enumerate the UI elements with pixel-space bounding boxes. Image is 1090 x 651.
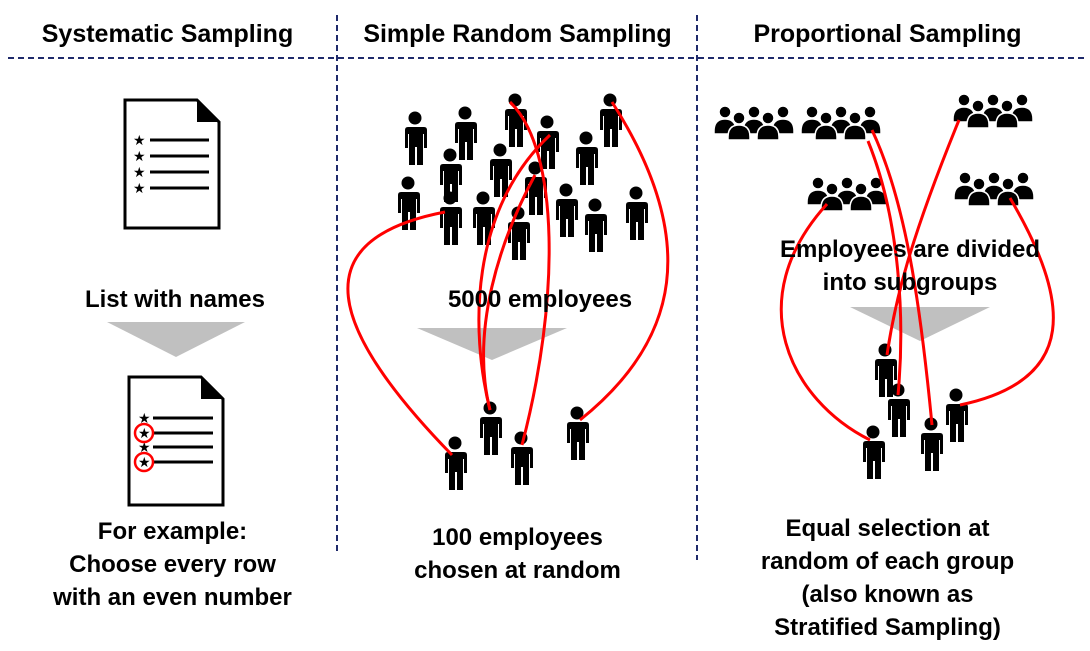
svg-text:★: ★ [133,149,146,165]
person-icon [508,206,530,260]
selection-lines [779,119,1055,442]
list-label: List with names [84,286,266,313]
person-icon [455,106,477,160]
person-icon [585,198,607,252]
text-line: into subgroups [822,269,998,296]
text-line: random of each group [760,548,1015,575]
person-icon [600,93,622,147]
person-icon [921,417,943,471]
column-title-proportional: Proportional Sampling [753,20,1022,48]
subgroups-label: Employees are divided into subgroups [735,233,1085,299]
person-icon [440,191,462,245]
systematic-example-text: For example: Choose every row with an ev… [10,515,335,614]
text-line: For example: [97,518,248,545]
svg-text:★: ★ [133,165,146,181]
person-icon [626,186,648,240]
person-icon [445,436,467,490]
arrow-down-icon [107,322,245,357]
text-line: Employees are divided [779,236,1041,263]
column-title-systematic: Systematic Sampling [41,20,294,48]
arrow-down-icon [417,328,567,360]
document-highlighted-icon: ★★★★ [127,375,225,507]
svg-text:★: ★ [138,455,151,471]
person-icon [473,191,495,245]
selection-lines [346,100,670,457]
svg-text:★: ★ [138,426,151,442]
text-line: chosen at random [414,557,621,584]
column-title-simple-random: Simple Random Sampling [363,20,672,48]
text-line: Choose every row [69,551,276,578]
person-icon [405,111,427,165]
person-icon [946,388,968,442]
text-line: with an even number [53,584,292,611]
text-line: Equal selection at [785,515,990,542]
selected-employees [445,401,589,490]
svg-text:★: ★ [138,411,151,427]
svg-text:★: ★ [138,440,151,456]
stratified-label: Equal selection at random of each group … [710,512,1065,644]
selected-employees [863,343,968,479]
document-icon: ★★★★ [123,98,221,230]
svg-text:★: ★ [133,181,146,197]
text-line: Stratified Sampling) [774,614,1001,641]
sample-label: 100 employees chosen at random [345,521,690,587]
text-line: (also known as [801,581,974,608]
population-label: 5000 employees [447,286,633,313]
person-icon [863,425,885,479]
svg-text:★: ★ [133,133,146,149]
person-icon [576,131,598,185]
person-icon [556,183,578,237]
text-line: 100 employees [432,524,603,551]
